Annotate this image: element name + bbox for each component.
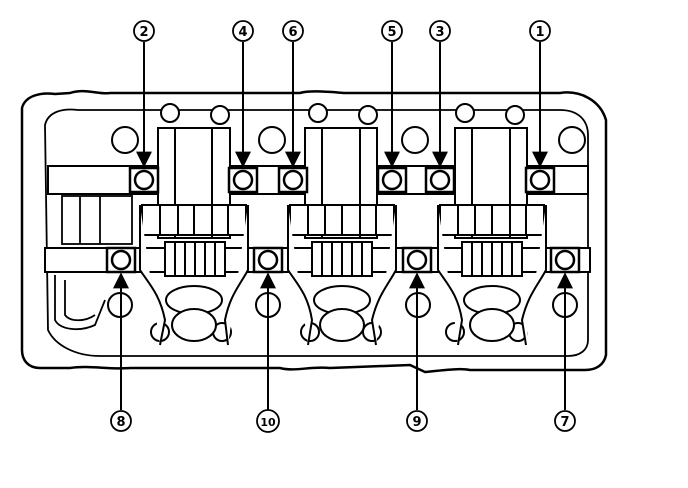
rocker-assembly-2 (287, 127, 397, 346)
rocker-assembly-1 (139, 127, 249, 346)
left-end-detail (54, 195, 133, 331)
bolt-9 (401, 246, 433, 274)
bottom-leader-lines (113, 272, 573, 410)
callout-2: 2 (133, 20, 155, 42)
lower-bolts (105, 246, 581, 274)
callout-3: 3 (429, 20, 451, 42)
svg-text:1: 1 (535, 25, 544, 40)
head-holes (107, 103, 586, 342)
bolt-4 (227, 166, 259, 194)
svg-text:6: 6 (288, 25, 297, 40)
svg-text:7: 7 (560, 415, 569, 430)
svg-text:3: 3 (435, 25, 444, 40)
bolt-6 (277, 166, 309, 194)
svg-text:5: 5 (387, 25, 396, 40)
upper-bolts (128, 166, 556, 194)
callout-5: 5 (381, 20, 403, 42)
bolt-2 (128, 166, 160, 194)
svg-text:10: 10 (260, 416, 276, 429)
callout-8: 8 (110, 410, 132, 432)
bolt-8 (105, 246, 137, 274)
bolt-1 (524, 166, 556, 194)
bolt-5 (376, 166, 408, 194)
callout-6: 6 (282, 20, 304, 42)
svg-text:8: 8 (116, 415, 125, 430)
svg-text:9: 9 (412, 415, 421, 430)
callout-10: 10 (256, 409, 280, 433)
callout-1: 1 (529, 20, 551, 42)
bolt-10 (252, 246, 284, 274)
bolt-3 (424, 166, 456, 194)
head-outline (20, 89, 608, 374)
callout-4: 4 (232, 20, 254, 42)
callout-7: 7 (554, 410, 576, 432)
callout-9: 9 (406, 410, 428, 432)
svg-text:4: 4 (238, 25, 247, 40)
rocker-assembly-3 (437, 127, 547, 346)
svg-text:2: 2 (139, 25, 148, 40)
top-leader-lines (136, 42, 548, 168)
bolt-7 (549, 246, 581, 274)
